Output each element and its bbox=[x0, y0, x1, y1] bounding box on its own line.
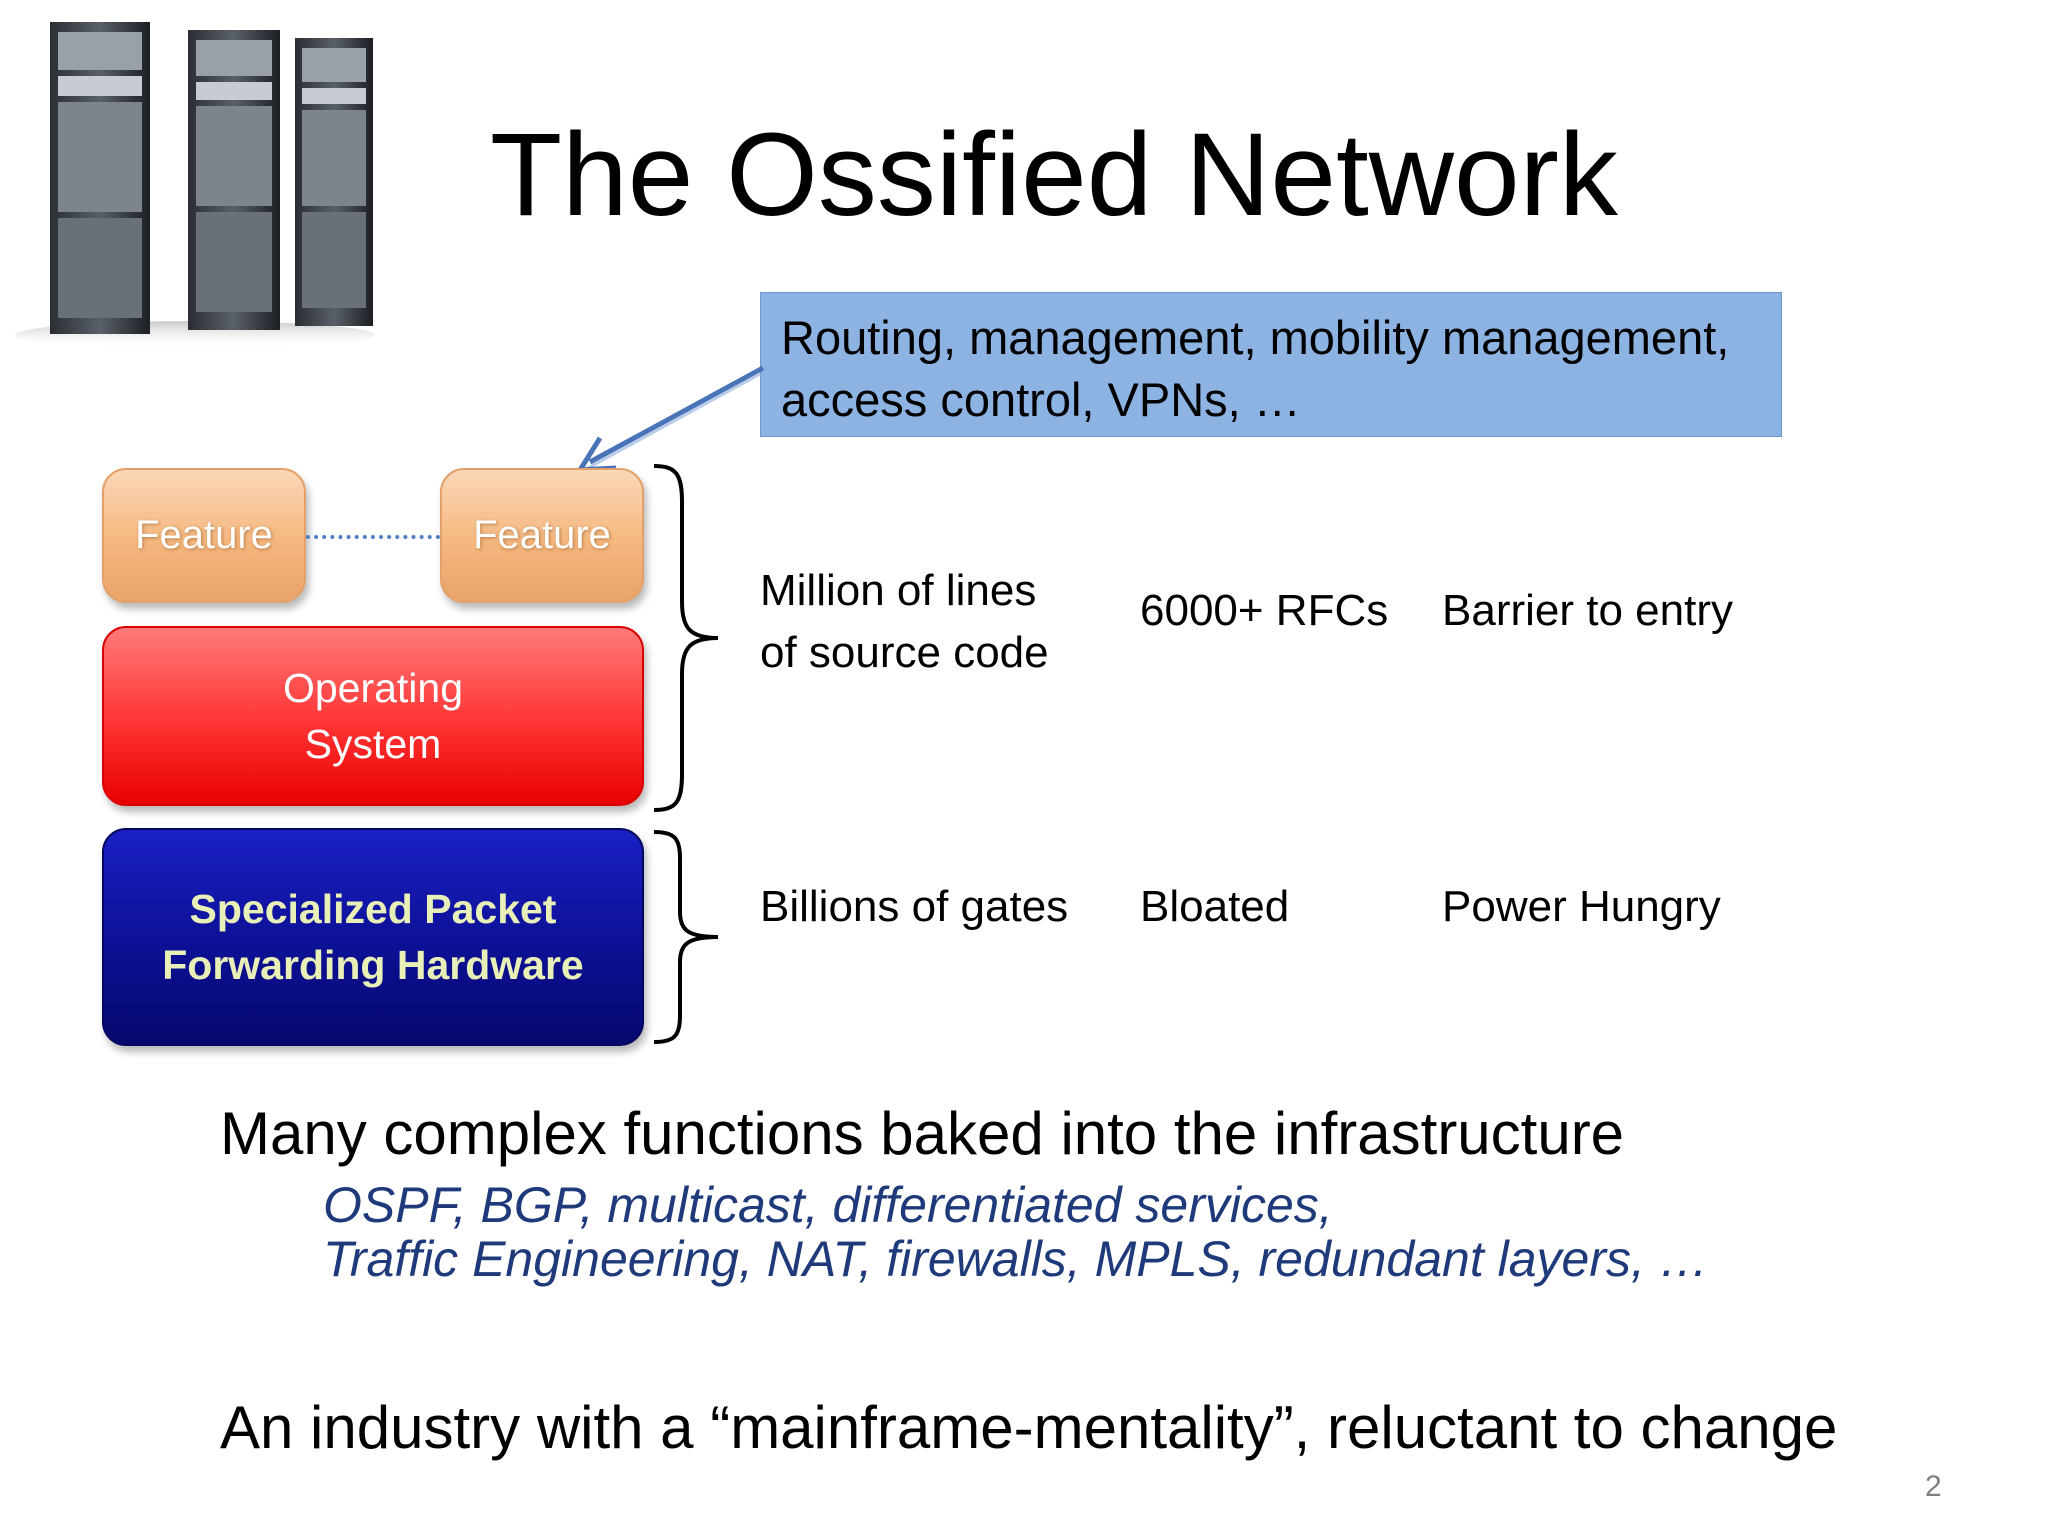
software-rfc-count: 6000+ RFCs bbox=[1140, 586, 1389, 635]
server-rack-image bbox=[15, 22, 375, 349]
bullet-mainframe-mentality: An industry with a “mainframe-mentality”… bbox=[220, 1394, 1838, 1461]
feature-box-right: Feature bbox=[440, 468, 644, 603]
rack-unit-2 bbox=[188, 30, 280, 330]
hardware-gates: Billions of gates bbox=[760, 882, 1069, 931]
forwarding-hardware-box: Specialized Packet Forwarding Hardware bbox=[102, 828, 644, 1046]
bullet-complex-functions: Many complex functions baked into the in… bbox=[220, 1100, 1625, 1167]
feature-box-left: Feature bbox=[102, 468, 306, 603]
software-barrier: Barrier to entry bbox=[1442, 586, 1733, 635]
hardware-label-line-2: Forwarding Hardware bbox=[162, 942, 584, 988]
operating-system-box: Operating System bbox=[102, 626, 644, 806]
os-label-line-2: System bbox=[304, 721, 442, 767]
protocol-examples: OSPF, BGP, multicast, differentiated ser… bbox=[323, 1178, 1709, 1286]
features-callout: Routing, management, mobility management… bbox=[760, 292, 1782, 437]
os-label-line-1: Operating bbox=[282, 665, 464, 711]
hardware-label-line-1: Specialized Packet bbox=[189, 886, 557, 932]
software-brace bbox=[653, 464, 719, 812]
protocol-line-1: OSPF, BGP, multicast, differentiated ser… bbox=[323, 1177, 1333, 1233]
callout-line-1: Routing, management, mobility management… bbox=[781, 311, 1730, 364]
feature-label-right: Feature bbox=[473, 513, 611, 557]
slide-title: The Ossified Network bbox=[490, 109, 1618, 241]
feature-dotted-link bbox=[306, 535, 440, 539]
protocol-line-2: Traffic Engineering, NAT, firewalls, MPL… bbox=[323, 1231, 1709, 1287]
feature-label-left: Feature bbox=[135, 513, 273, 557]
hardware-brace bbox=[653, 830, 719, 1044]
page-number: 2 bbox=[1925, 1470, 1942, 1503]
callout-line-2: access control, VPNs, … bbox=[781, 373, 1301, 426]
rack-unit-1 bbox=[50, 22, 150, 334]
arrow-head-icon bbox=[575, 436, 617, 473]
software-col1-line-1: Million of lines bbox=[760, 566, 1037, 615]
hardware-bloated: Bloated bbox=[1140, 882, 1290, 931]
software-col1-line-2: of source code bbox=[760, 628, 1049, 677]
hardware-power: Power Hungry bbox=[1442, 882, 1721, 931]
rack-unit-3 bbox=[295, 38, 373, 326]
software-lines-of-code: Million of lines of source code bbox=[760, 560, 1049, 684]
